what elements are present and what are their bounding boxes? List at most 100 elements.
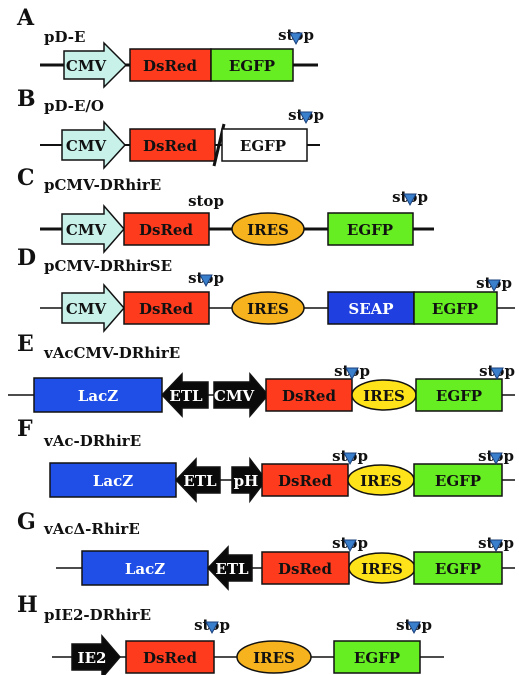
element-cmv-arrow: CMV: [61, 203, 125, 255]
element-cmv-arrow: CMV: [63, 41, 128, 89]
panel-letter: G: [17, 509, 36, 535]
element-label: DsRed: [143, 649, 197, 667]
element-label: LacZ: [78, 387, 118, 405]
element-label: pH: [234, 472, 259, 490]
element-label: DsRed: [278, 560, 332, 578]
gene-box-shape: [49, 462, 177, 498]
gene-box-shape: [333, 640, 421, 674]
element-ph-arrow: pH: [231, 456, 267, 504]
element-label: EGFP: [354, 649, 400, 667]
gene-box-shape: [413, 291, 498, 325]
gene-box-shape: [413, 551, 503, 585]
element-dsred-box: DsRed: [123, 291, 210, 325]
stop-label: stop: [188, 192, 224, 210]
stop-codon-marker: stop: [334, 362, 370, 381]
element-label: IRES: [247, 300, 289, 318]
element-label: EGFP: [347, 221, 393, 239]
gene-box-shape: [415, 378, 503, 412]
triangle-marker-icon: [345, 367, 359, 381]
panel-c: C pCMV-DRhirE CMV DsRed IRES EGFP stop s…: [17, 165, 434, 255]
promoter-arrow-shape: [174, 457, 221, 503]
panel-f: F vAc-DRhirE LacZ ETL pH DsRed IRES EGFP…: [17, 416, 515, 504]
gene-box-shape: [261, 463, 349, 497]
element-label: DsRed: [282, 387, 336, 405]
panel-letter: A: [16, 5, 35, 31]
element-label: EGFP: [436, 387, 482, 405]
element-dsred-box: DsRed: [265, 378, 353, 412]
element-label: DsRed: [143, 57, 197, 75]
promoter-arrow-shape: [71, 633, 121, 675]
gene-box-shape: [261, 551, 350, 585]
element-cmv-arrow: CMV: [61, 282, 125, 334]
construct-name: pCMV-DRhirSE: [44, 257, 172, 275]
element-label: CMV: [66, 300, 107, 318]
element-label: LacZ: [125, 560, 165, 578]
element-label: LacZ: [93, 472, 133, 490]
element-label: CMV: [66, 221, 107, 239]
ires-ellipse-shape: [231, 212, 305, 246]
element-dsred-box: DsRed: [123, 212, 210, 246]
element-label: ETL: [169, 387, 203, 405]
panel-e: E vAcCMV-DRhirE LacZ ETL CMV DsRed IRES …: [8, 331, 515, 419]
promoter-arrow-shape: [206, 545, 253, 591]
stop-codon-marker: stop: [194, 616, 230, 635]
construct-name: vAcCMV-DRhirE: [43, 344, 180, 362]
gene-box-shape: [327, 291, 415, 325]
stop-codon-marker: stop: [288, 106, 324, 125]
triangle-marker-icon: [343, 452, 357, 466]
element-label: ETL: [215, 560, 249, 578]
element-label: EGFP: [229, 57, 275, 75]
element-etl-arrow: ETL: [160, 372, 209, 418]
promoter-arrow-shape: [213, 371, 269, 419]
element-label: DsRed: [278, 472, 332, 490]
element-ires-ellipse: IRES: [351, 379, 417, 411]
element-dsred-box: DsRed: [129, 48, 212, 82]
triangle-marker-icon: [489, 539, 503, 553]
triangle-marker-icon: [407, 621, 421, 635]
element-label: CMV: [66, 57, 107, 75]
gene-box-shape: [123, 291, 210, 325]
stop-codon-marker: stop: [188, 269, 224, 288]
element-cmv-arrow: CMV: [61, 120, 127, 170]
gene-box-shape: [265, 378, 353, 412]
element-egfp-box: EGFP: [415, 378, 503, 412]
gene-box-shape: [129, 128, 216, 162]
element-label: DsRed: [139, 300, 193, 318]
panel-b: B pD-E/O CMV DsRed EGFP stop: [17, 86, 324, 170]
element-dsred-box: DsRed: [261, 551, 350, 585]
promoter-arrow-shape: [160, 372, 209, 418]
element-label: DsRed: [143, 137, 197, 155]
element-label: IE2: [78, 649, 107, 667]
promoter-arrow-shape: [61, 282, 125, 334]
promoter-arrow-shape: [231, 456, 267, 504]
element-label: IRES: [247, 221, 289, 239]
gene-box-shape: [125, 640, 215, 674]
panel-letter: E: [17, 331, 34, 357]
ires-ellipse-shape: [236, 640, 312, 674]
element-lacz-box: LacZ: [81, 550, 209, 586]
element-egfp-box: EGFP: [210, 48, 294, 82]
gene-box-shape: [413, 463, 503, 497]
stop-codon-marker: stop: [476, 274, 512, 293]
triangle-marker-icon: [299, 111, 313, 125]
stop-codon-label: stop: [188, 192, 224, 210]
stop-codon-marker: stop: [478, 447, 514, 466]
promoter-arrow-shape: [61, 120, 127, 170]
triangle-marker-icon: [289, 32, 303, 46]
stop-codon-marker: stop: [479, 362, 515, 381]
panel-g: G vAcΔ-RhirE LacZ ETL DsRed IRES EGFP st…: [17, 509, 515, 591]
stop-codon-marker: stop: [392, 188, 428, 207]
element-lacz-box: LacZ: [49, 462, 177, 498]
element-label: EGFP: [435, 472, 481, 490]
panel-letter: C: [17, 165, 35, 191]
panel-h: H pIE2-DRhirE IE2 DsRed IRES EGFP stop s…: [17, 592, 444, 675]
gene-box-shape: [221, 128, 308, 162]
panel-letter: F: [17, 416, 33, 442]
stop-codon-marker: stop: [332, 447, 368, 466]
element-label: EGFP: [240, 137, 286, 155]
promoter-arrow-shape: [61, 203, 125, 255]
element-ires-ellipse: IRES: [231, 212, 305, 246]
element-label: IRES: [253, 649, 295, 667]
stop-codon-marker: stop: [478, 534, 514, 553]
gene-box-shape: [123, 212, 210, 246]
